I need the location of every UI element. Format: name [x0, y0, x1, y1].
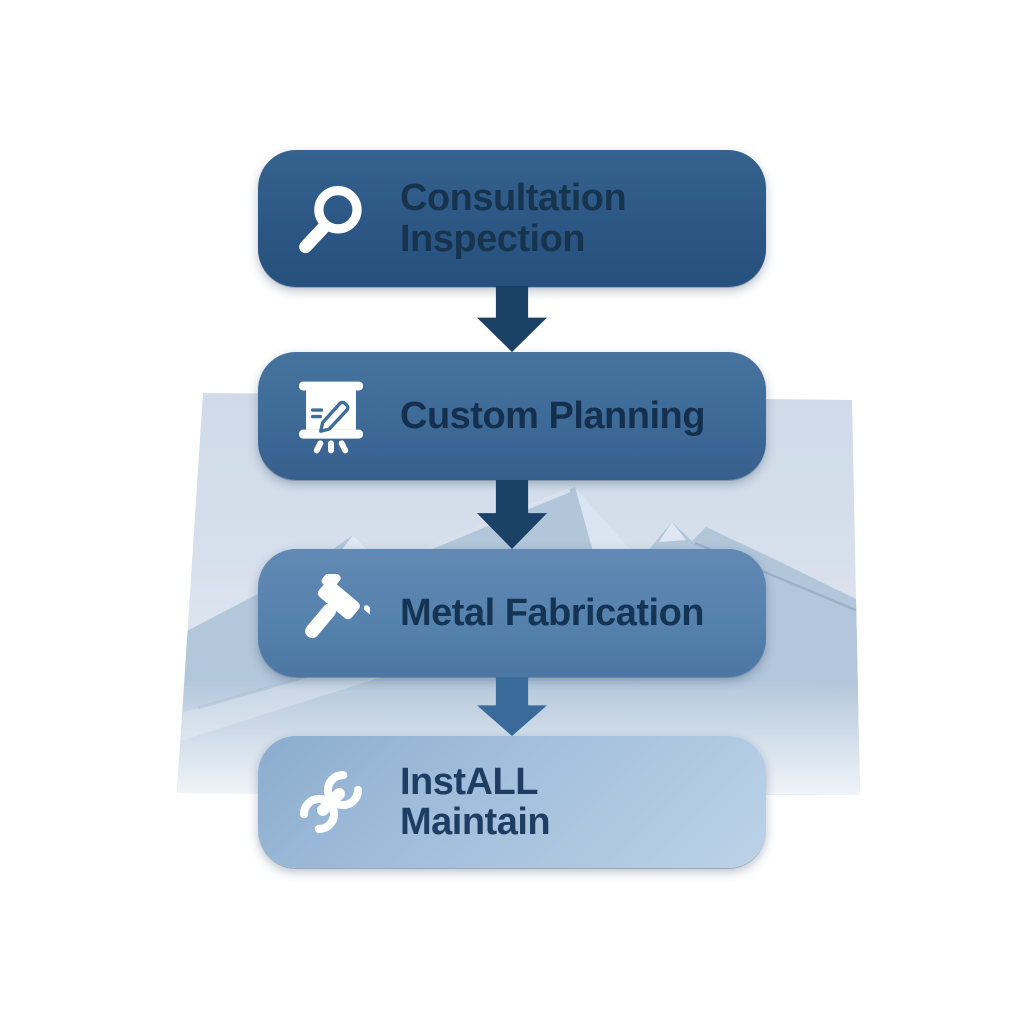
- step-label-line2: Maintain: [400, 801, 551, 843]
- step-label: Consultation Inspection: [400, 177, 627, 260]
- presentation-board-icon: [292, 377, 370, 455]
- step-label: Custom Planning: [400, 394, 705, 437]
- step-label: InstALL Maintain: [400, 760, 551, 843]
- step-label-line1: Custom Planning: [400, 394, 705, 437]
- magnifier-icon: [292, 180, 370, 258]
- step-label-line1: Consultation: [400, 177, 627, 220]
- step-consultation-inspection: Consultation Inspection: [258, 150, 766, 287]
- step-label: Metal Fabrication: [400, 591, 705, 634]
- hammer-icon: [292, 574, 370, 652]
- step-metal-fabrication: Metal Fabrication: [258, 549, 766, 677]
- step-label-line1: InstALL: [400, 760, 538, 803]
- wrench-icon: [292, 763, 370, 841]
- step-custom-planning: Custom Planning: [258, 352, 766, 480]
- step-install-maintain: InstALL Maintain: [258, 736, 766, 868]
- step-label-line2: Inspection: [400, 217, 586, 260]
- step-label-line1: Metal Fabrication: [400, 591, 705, 634]
